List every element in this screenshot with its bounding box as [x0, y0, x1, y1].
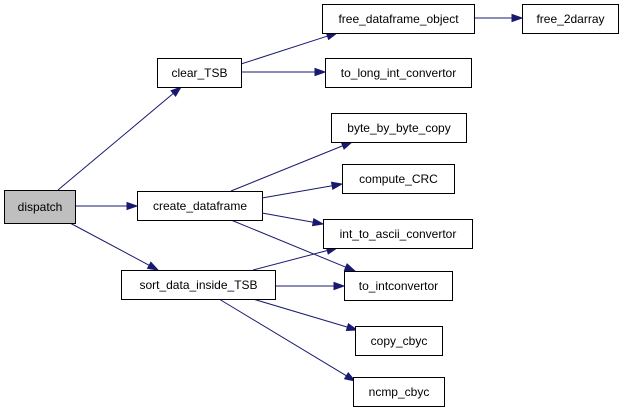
node-box[interactable]	[353, 377, 445, 407]
edge-clear_TSB-to-to_long_int_convertor	[241, 67, 327, 77]
edge-line	[69, 222, 150, 266]
edge-dispatch-to-create_dataframe	[75, 201, 139, 211]
node-copy_cbyc[interactable]: copy_cbyc	[355, 326, 443, 356]
node-free_dataframe_object[interactable]: free_dataframe_object	[322, 4, 475, 34]
node-box[interactable]	[4, 190, 76, 224]
node-box[interactable]	[322, 4, 475, 34]
edge-line	[252, 250, 328, 271]
arrowhead	[311, 217, 325, 227]
node-sort_data_inside_TSB[interactable]: sort_data_inside_TSB	[121, 270, 276, 300]
edge-line	[261, 212, 314, 223]
edge-clear_TSB-to-free_dataframe_object	[240, 32, 339, 65]
arrowhead	[511, 13, 524, 23]
node-compute_CRC[interactable]: compute_CRC	[342, 164, 455, 194]
node-ncmp_cbyc[interactable]: ncmp_cbyc	[353, 377, 445, 407]
node-box[interactable]	[121, 270, 276, 300]
arrowhead	[340, 141, 354, 150]
edge-create_dataframe-to-int_to_ascii_convertor	[261, 212, 325, 227]
node-box[interactable]	[342, 164, 455, 194]
node-box[interactable]	[355, 326, 443, 356]
node-int_to_ascii_convertor[interactable]: int_to_ascii_convertor	[323, 219, 473, 249]
edge-line	[218, 298, 347, 377]
edges-layer	[57, 13, 524, 382]
arrowhead	[314, 67, 327, 77]
arrowhead	[343, 371, 357, 382]
edge-create_dataframe-to-compute_CRC	[261, 181, 344, 199]
node-dispatch[interactable]: dispatch	[4, 190, 76, 224]
arrowhead	[146, 261, 160, 271]
node-box[interactable]	[522, 4, 619, 34]
edge-create_dataframe-to-to_intconvertor	[230, 219, 357, 272]
arrowhead	[333, 281, 346, 291]
node-byte_by_byte_copy[interactable]: byte_by_byte_copy	[331, 113, 467, 143]
node-create_dataframe[interactable]: create_dataframe	[137, 191, 263, 221]
edge-line	[261, 185, 333, 199]
arrowhead	[343, 263, 357, 272]
edge-free_dataframe_object-to-free_2darray	[474, 13, 524, 23]
arrowhead	[170, 86, 183, 97]
edge-dispatch-to-clear_TSB	[57, 86, 183, 191]
node-box[interactable]	[323, 219, 473, 249]
node-box[interactable]	[137, 191, 263, 221]
edge-line	[230, 219, 346, 268]
node-free_2darray[interactable]: free_2darray	[522, 4, 619, 34]
edge-sort_data_inside_TSB-to-to_intconvertor	[275, 281, 346, 291]
arrowhead	[126, 201, 139, 211]
node-box[interactable]	[344, 271, 453, 301]
node-box[interactable]	[157, 58, 242, 88]
edge-line	[57, 93, 174, 191]
arrowhead	[330, 181, 344, 190]
edge-line	[252, 298, 348, 328]
node-to_long_int_convertor[interactable]: to_long_int_convertor	[325, 58, 472, 88]
edge-sort_data_inside_TSB-to-ncmp_cbyc	[218, 298, 357, 382]
edge-line	[230, 145, 343, 192]
node-clear_TSB[interactable]: clear_TSB	[157, 58, 242, 88]
node-box[interactable]	[331, 113, 467, 143]
arrowhead	[345, 322, 359, 332]
edge-sort_data_inside_TSB-to-copy_cbyc	[252, 298, 359, 332]
edge-dispatch-to-sort_data_inside_TSB	[69, 222, 160, 271]
node-box[interactable]	[325, 58, 472, 88]
node-to_intconvertor[interactable]: to_intconvertor	[344, 271, 453, 301]
edge-line	[240, 35, 328, 65]
